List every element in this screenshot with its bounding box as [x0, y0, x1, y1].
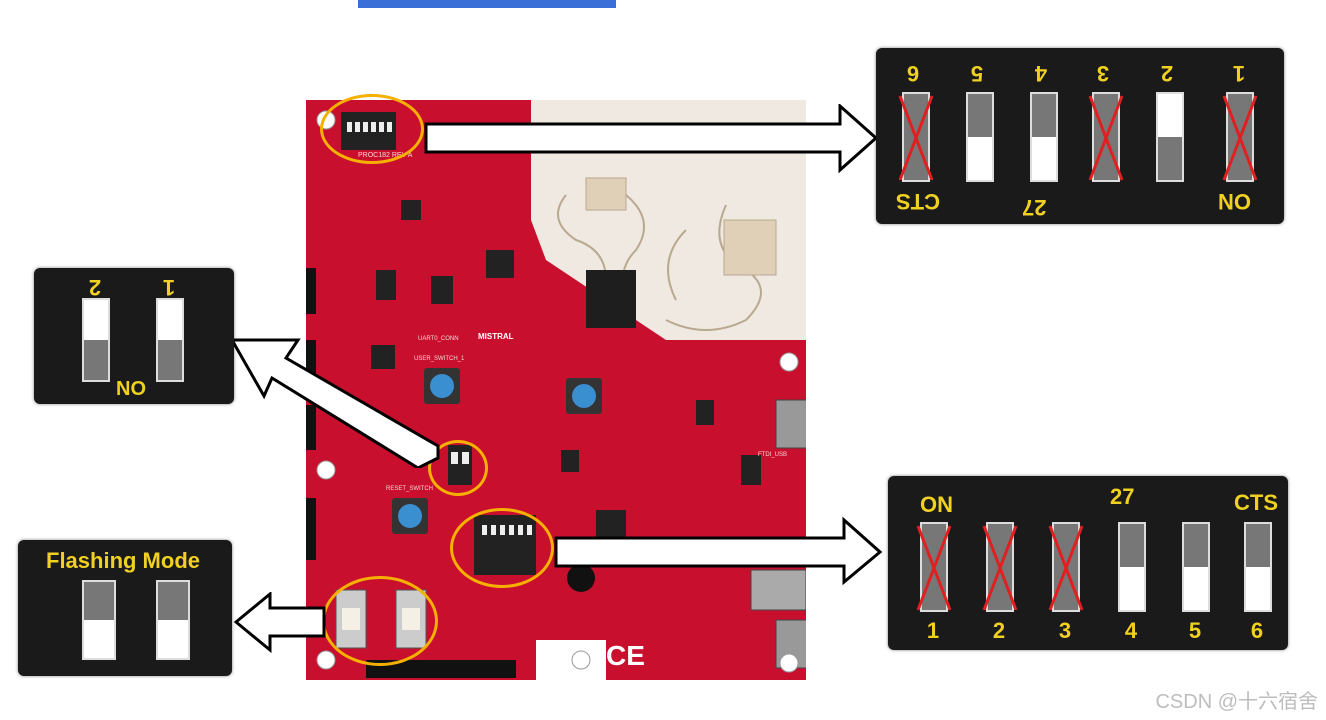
- ftdi-label: FTDI_USB: [758, 452, 788, 458]
- dip-switch-1: [1222, 92, 1258, 182]
- pcb-board-image: PROC182 REV A MISTRAL UART0_CONN USER_SW…: [306, 100, 806, 680]
- switch-number: 3: [1058, 618, 1072, 643]
- flashing-mode-title: Flashing Mode: [46, 548, 200, 573]
- dip-switch-6: [1244, 522, 1272, 612]
- label-27: 27: [1110, 484, 1135, 509]
- user-switch-label: USER_SWITCH_1: [414, 356, 465, 362]
- label-on: ON: [920, 492, 953, 517]
- switch-number: 3: [1096, 61, 1110, 86]
- switch-number: 2: [1160, 61, 1174, 86]
- dip-switch-3: [1048, 522, 1084, 612]
- arrow-diagonal-left: [229, 338, 440, 468]
- switch-number: 6: [1250, 618, 1264, 643]
- label-27: 27: [1022, 195, 1047, 220]
- dip-switch-panel-top-right: 6 5 4 3 2 1 CTS 27 ON: [876, 48, 1284, 224]
- switch-number: 2: [88, 275, 102, 300]
- dip-switch-5: [1182, 522, 1210, 612]
- highlight-ring-top: [320, 94, 424, 164]
- label-cts: CTS: [1234, 490, 1278, 515]
- dip-switch-4: [1030, 92, 1058, 182]
- dip-switch-2: [982, 522, 1018, 612]
- arrow-right-top: [424, 104, 879, 174]
- dip-switch-4: [1118, 522, 1146, 612]
- slide-switch-2: [156, 580, 190, 660]
- watermark-text: CSDN @十六宿舍: [1155, 691, 1318, 713]
- switch-number: 2: [992, 618, 1006, 643]
- switch-number: 6: [906, 61, 920, 86]
- dip-switch-panel-left: 2 1 NO: [34, 268, 234, 404]
- dip-switch-1: [916, 522, 952, 612]
- highlight-ring-flashing: [322, 576, 438, 666]
- ce-mark: CE: [606, 640, 645, 671]
- switch-number: 1: [1232, 61, 1246, 86]
- switch-number: 4: [1034, 61, 1048, 86]
- uart-conn-label: UART0_CONN: [418, 336, 459, 342]
- label-no: NO: [116, 378, 146, 400]
- switch-number: 5: [970, 61, 984, 86]
- dip-switch-panel-middle-right: ON 27 CTS 1 2 3 4 5 6: [888, 476, 1288, 650]
- label-cts: CTS: [896, 189, 940, 214]
- switch-number: 5: [1188, 618, 1202, 643]
- dip-switch-1: [156, 298, 184, 382]
- dip-switch-5: [966, 92, 994, 182]
- dip-switch-2: [82, 298, 110, 382]
- slide-switch-1: [82, 580, 116, 660]
- reset-switch-label: RESET_SWITCH: [386, 486, 434, 492]
- flashing-mode-panel: Flashing Mode: [18, 540, 232, 676]
- highlight-ring-lower: [450, 508, 554, 588]
- dip-switch-6: [898, 92, 934, 182]
- dip-switch-3: [1088, 92, 1124, 182]
- highlight-ring-middle: [428, 440, 488, 496]
- label-on: ON: [1218, 189, 1251, 214]
- switch-number: 1: [926, 618, 940, 643]
- switch-number: 1: [162, 275, 176, 300]
- dip-switch-2: [1156, 92, 1184, 182]
- switch-number: 4: [1124, 618, 1138, 643]
- arrow-right-lower: [554, 516, 883, 586]
- top-blue-bar: [358, 0, 616, 8]
- brand-label: MISTRAL: [478, 332, 514, 341]
- arrow-left-bottom: [234, 592, 326, 654]
